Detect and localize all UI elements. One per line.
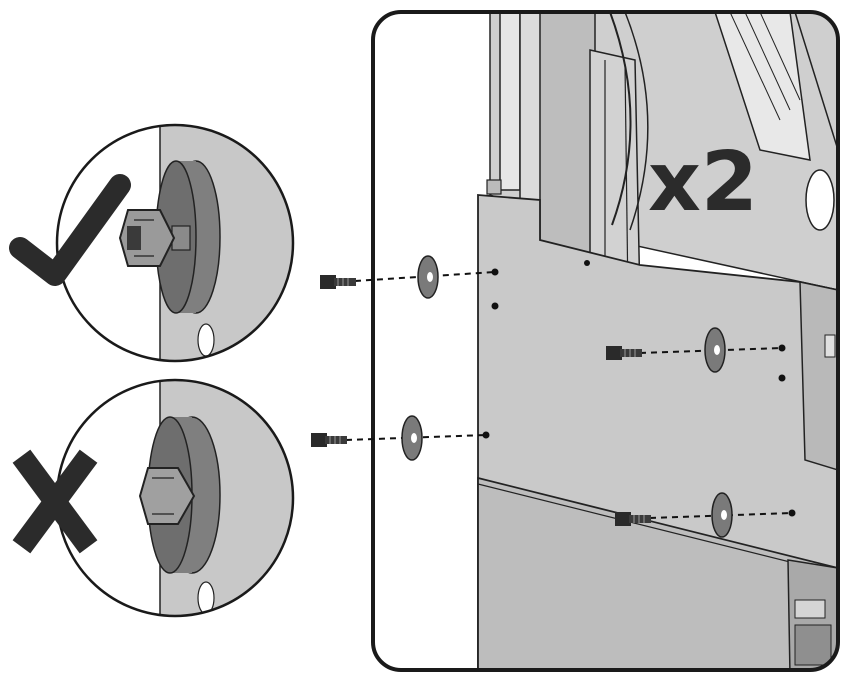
washer — [704, 327, 726, 373]
fastener-set-1 — [320, 255, 496, 299]
bolt — [320, 275, 356, 289]
bolt — [311, 433, 347, 447]
incorrect-detail-callout — [12, 378, 295, 618]
washer — [401, 415, 423, 461]
washer — [417, 255, 439, 299]
fastener-set-2 — [606, 327, 783, 373]
machine-body — [373, 12, 838, 670]
correct-detail-callout — [9, 123, 295, 363]
x-mark-icon — [12, 449, 98, 554]
fastener-set-4 — [615, 492, 793, 538]
check-mark-icon — [9, 174, 131, 286]
main-view: x2 — [311, 10, 840, 672]
detail-frame — [371, 10, 840, 672]
washer — [711, 492, 733, 538]
fastener-set-3 — [311, 415, 487, 461]
bolt — [615, 512, 651, 526]
bolt — [606, 346, 642, 360]
quantity-label: x2 — [648, 135, 758, 230]
